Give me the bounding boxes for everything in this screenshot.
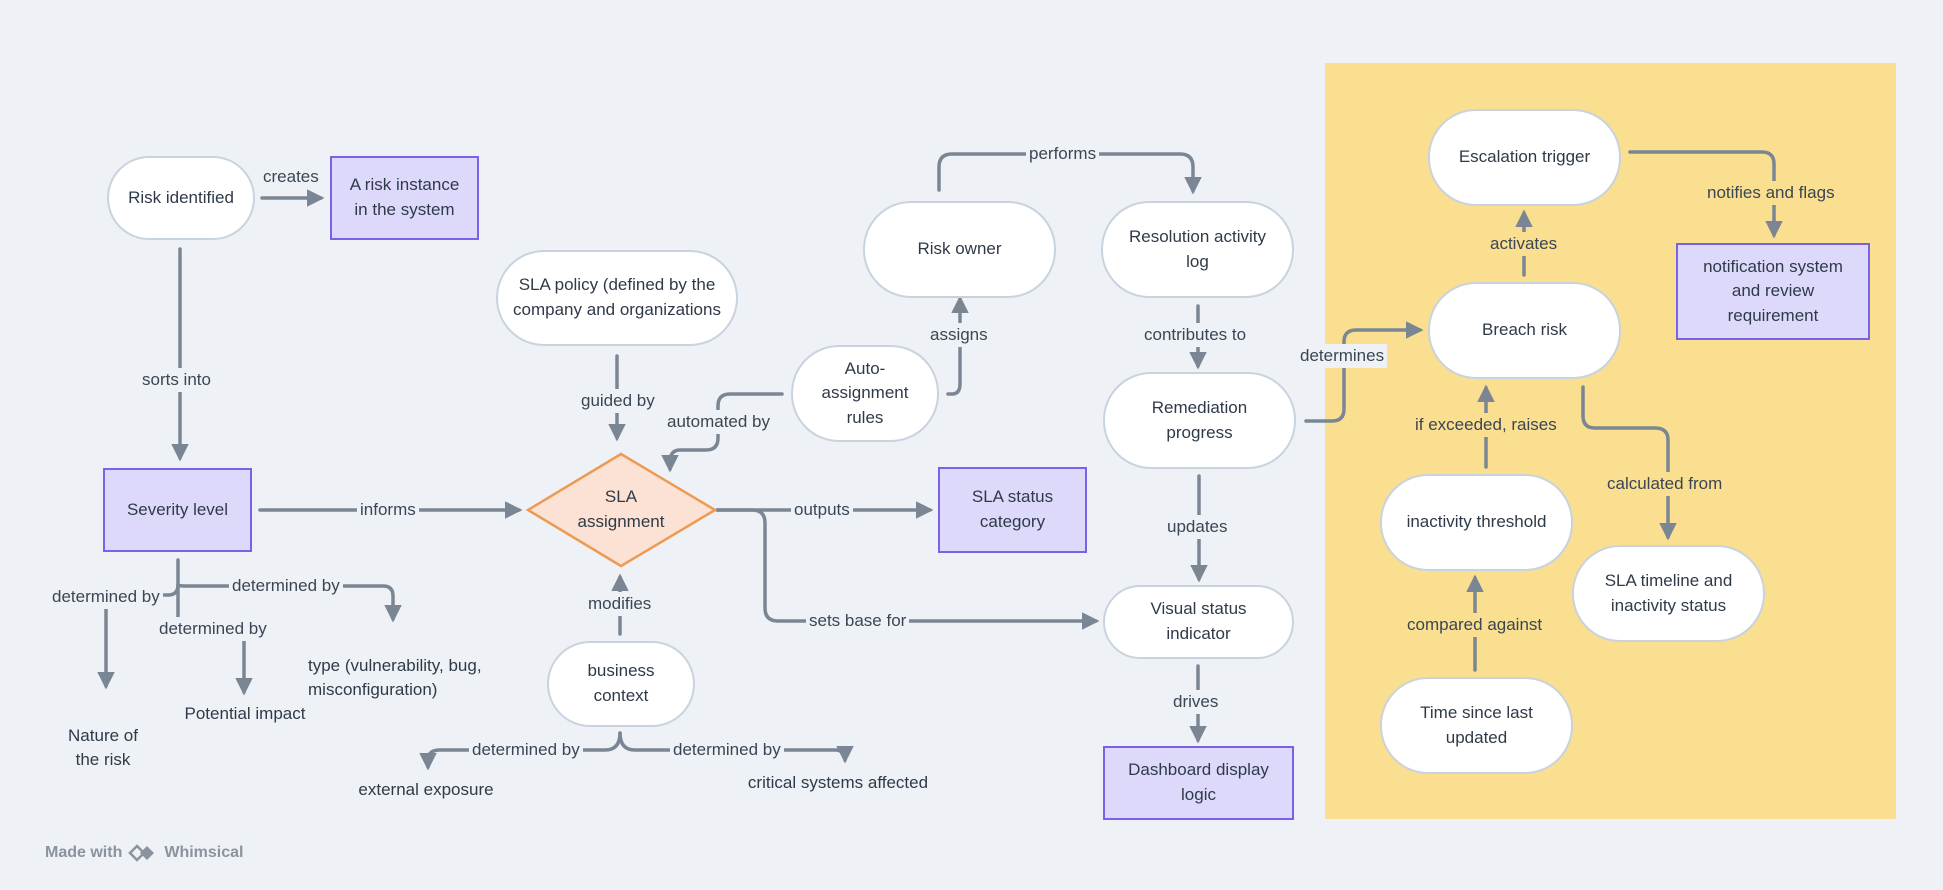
node-type[interactable]: type (vulnerability, bug, misconfigurati… <box>308 629 528 703</box>
edge-label-activates: activates <box>1487 232 1561 256</box>
edge-label-determines: determines <box>1297 344 1388 368</box>
node-visual-status-indicator[interactable]: Visual status indicator <box>1103 585 1294 659</box>
node-business-context[interactable]: business context <box>547 641 695 727</box>
edge-automated-by <box>661 392 784 473</box>
node-label: Visual status indicator <box>1150 599 1247 643</box>
node-label: Time since last updated <box>1420 702 1533 747</box>
edge-label-outputs: outputs <box>791 498 853 522</box>
edge-label-sets-base-for: sets base for <box>806 609 910 633</box>
edge-determined-by-type <box>176 583 402 623</box>
edge-label-determined-by-impact: determined by <box>156 617 270 641</box>
node-label: SLA policy (defined by the company and o… <box>513 275 721 319</box>
node-label: SLA status category <box>971 487 1054 531</box>
node-resolution-activity-log[interactable]: Resolution activity log <box>1101 201 1294 298</box>
edge-notifies-and-flags <box>1628 150 1783 239</box>
node-remediation-progress[interactable]: Remediation progress <box>1103 372 1296 469</box>
node-risk-identified[interactable]: Risk identified <box>107 156 255 240</box>
node-label: A risk instance in the system <box>349 175 460 219</box>
edge-label-performs: performs <box>1026 142 1100 166</box>
node-label: SLA timeline and inactivity status <box>1604 570 1733 615</box>
edge-label-notifies-and-flags: notifies and flags <box>1704 181 1838 205</box>
edge-label-contributes-to: contributes to <box>1141 323 1250 347</box>
node-label: Dashboard display logic <box>1128 760 1269 804</box>
edge-label-sorts-into: sorts into <box>139 368 214 392</box>
node-severity-level[interactable]: Severity level <box>103 468 252 552</box>
node-critical-systems[interactable]: critical systems affected <box>733 771 943 796</box>
node-notification-system[interactable]: notification system and review requireme… <box>1676 243 1870 340</box>
node-label: notification system and review requireme… <box>1703 256 1843 325</box>
edge-label-informs: informs <box>357 498 419 522</box>
edge-label-determined-by-exposure: determined by <box>469 738 583 762</box>
node-label: Remediation progress <box>1151 397 1248 442</box>
edge-label-determined-by-type: determined by <box>229 574 343 598</box>
node-sla-timeline[interactable]: SLA timeline and inactivity status <box>1572 545 1765 642</box>
whimsical-brand: Whimsical <box>164 844 244 861</box>
node-risk-instance[interactable]: A risk instance in the system <box>330 156 479 240</box>
edge-label-if-exceeded-raises: if exceeded, raises <box>1412 413 1560 437</box>
node-label: Severity level <box>126 499 229 519</box>
node-label: Auto- assignment rules <box>821 358 909 427</box>
node-label: Nature of the risk <box>68 725 138 770</box>
node-escalation-trigger[interactable]: Escalation trigger <box>1428 109 1621 206</box>
edge-label-compared-against: compared against <box>1404 613 1546 637</box>
node-sla-status-category[interactable]: SLA status category <box>938 467 1087 553</box>
sla-assignment-diamond <box>525 452 718 568</box>
edge-label-determined-by-nature: determined by <box>49 585 163 609</box>
node-label: inactivity threshold <box>1406 512 1547 532</box>
node-label: critical systems affected <box>747 773 929 792</box>
node-label: SLA assignment <box>577 487 665 531</box>
edge-label-determined-by-critical: determined by <box>670 738 784 762</box>
edge-label-drives: drives <box>1170 690 1222 714</box>
edge-label-modifies: modifies <box>585 592 655 616</box>
node-label: Risk identified <box>128 187 234 207</box>
node-risk-owner[interactable]: Risk owner <box>863 201 1056 298</box>
node-label: Potential impact <box>184 704 306 723</box>
whimsical-logo-icon <box>128 843 158 863</box>
edge-label-updates: updates <box>1164 515 1231 539</box>
node-nature-of-risk[interactable]: Nature of the risk <box>48 699 158 773</box>
node-sla-assignment[interactable]: SLA assignment <box>551 478 691 542</box>
node-inactivity-threshold[interactable]: inactivity threshold <box>1380 474 1573 571</box>
node-label: Escalation trigger <box>1458 147 1591 167</box>
edge-label-calculated-from: calculated from <box>1604 472 1726 496</box>
edge-determined-by-exposure <box>419 731 622 771</box>
node-label: Risk owner <box>917 239 1002 259</box>
node-label: external exposure <box>358 780 494 799</box>
node-label: Resolution activity log <box>1128 226 1266 271</box>
edge-determines <box>1304 321 1424 423</box>
node-external-exposure[interactable]: external exposure <box>346 778 506 803</box>
node-dashboard-display-logic[interactable]: Dashboard display logic <box>1103 746 1294 820</box>
node-potential-impact[interactable]: Potential impact <box>170 702 320 727</box>
made-with-whimsical[interactable]: Made with Whimsical <box>45 843 243 863</box>
made-with-label: Made with <box>45 844 123 861</box>
node-breach-risk[interactable]: Breach risk <box>1428 282 1621 379</box>
node-label: type (vulnerability, bug, misconfigurati… <box>308 655 482 700</box>
edge-label-guided-by: guided by <box>578 389 658 413</box>
edge-label-automated-by: automated by <box>664 410 774 434</box>
edge-calculated-from <box>1581 385 1677 541</box>
node-sla-policy[interactable]: SLA policy (defined by the company and o… <box>496 250 738 346</box>
edge-label-creates: creates <box>260 165 322 189</box>
edge-sets-base-for <box>715 508 1100 630</box>
edge-assigns <box>946 295 969 396</box>
node-label: business context <box>587 661 655 705</box>
node-auto-assignment-rules[interactable]: Auto- assignment rules <box>791 345 939 442</box>
edge-label-assigns: assigns <box>927 323 991 347</box>
node-time-since-updated[interactable]: Time since last updated <box>1380 677 1573 774</box>
node-label: Breach risk <box>1481 320 1568 340</box>
